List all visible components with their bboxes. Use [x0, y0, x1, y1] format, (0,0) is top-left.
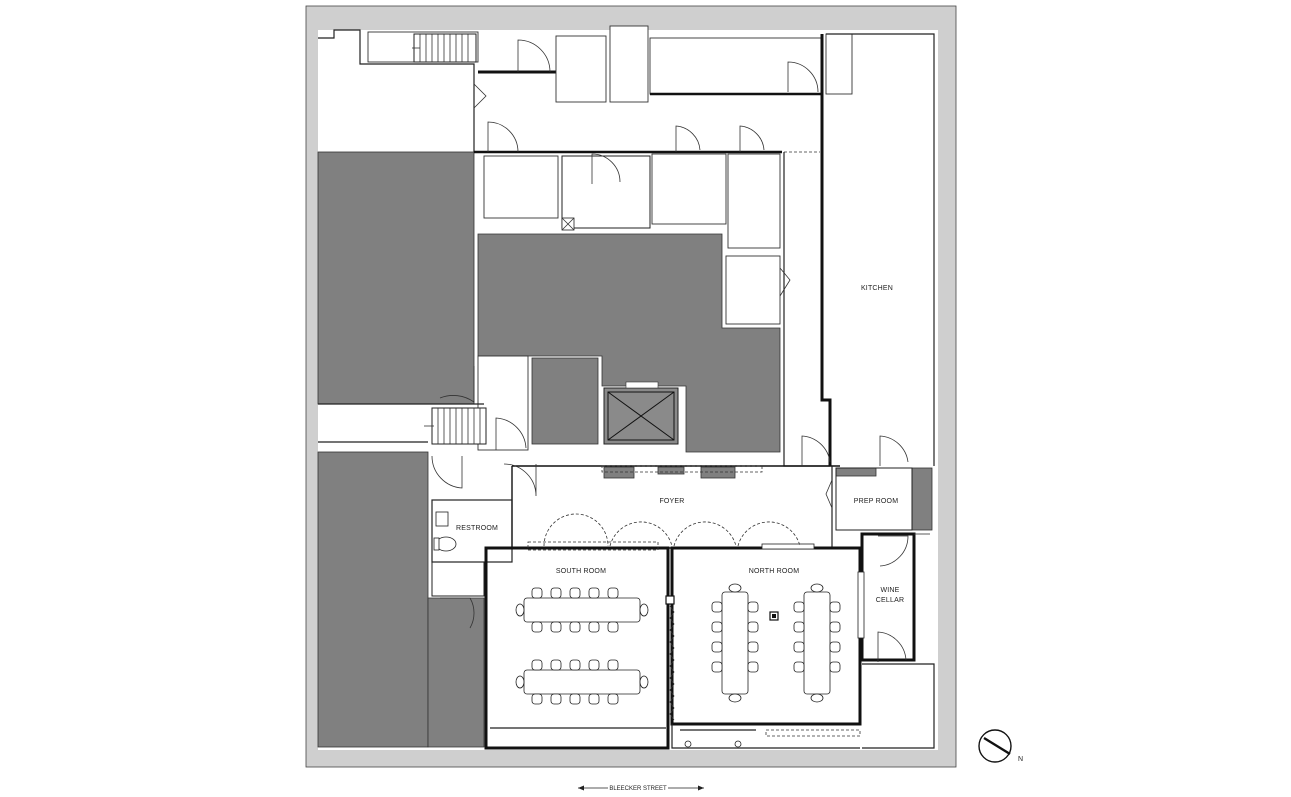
dark-areas: [317, 151, 933, 748]
foyer-label: FOYER: [659, 498, 684, 505]
north-table-2: [793, 583, 841, 703]
kitchen-label: KITCHEN: [861, 285, 893, 292]
wine-cellar-label-line2: CELLAR: [876, 597, 904, 604]
south-room-label: SOUTH ROOM: [556, 568, 606, 575]
interior-walls: [318, 25, 935, 750]
wine-cellar-label-line1: WINE: [880, 587, 899, 594]
north-arrow-icon: N: [978, 729, 1023, 763]
street-indicator: BLEECKER STREET: [578, 785, 704, 792]
stairs-top: [412, 33, 477, 63]
north-room-label: NORTH ROOM: [749, 568, 799, 575]
door-swings: [431, 39, 909, 662]
south-table-2: [515, 659, 649, 705]
restroom-label: RESTROOM: [456, 525, 498, 532]
south-table-1: [515, 587, 649, 633]
street-label: BLEECKER STREET: [609, 786, 667, 792]
south-room-tables: [515, 587, 649, 705]
elevator-shaft: [603, 381, 679, 445]
north-table-1: [711, 583, 759, 703]
north-room-tables: [711, 583, 841, 703]
compass-label: N: [1018, 756, 1023, 763]
stairs-middle: [424, 407, 487, 445]
prep-room-label: PREP ROOM: [854, 498, 898, 505]
room-labels: KITCHEN FOYER PREP ROOM RESTROOM SOUTH R…: [456, 285, 904, 604]
